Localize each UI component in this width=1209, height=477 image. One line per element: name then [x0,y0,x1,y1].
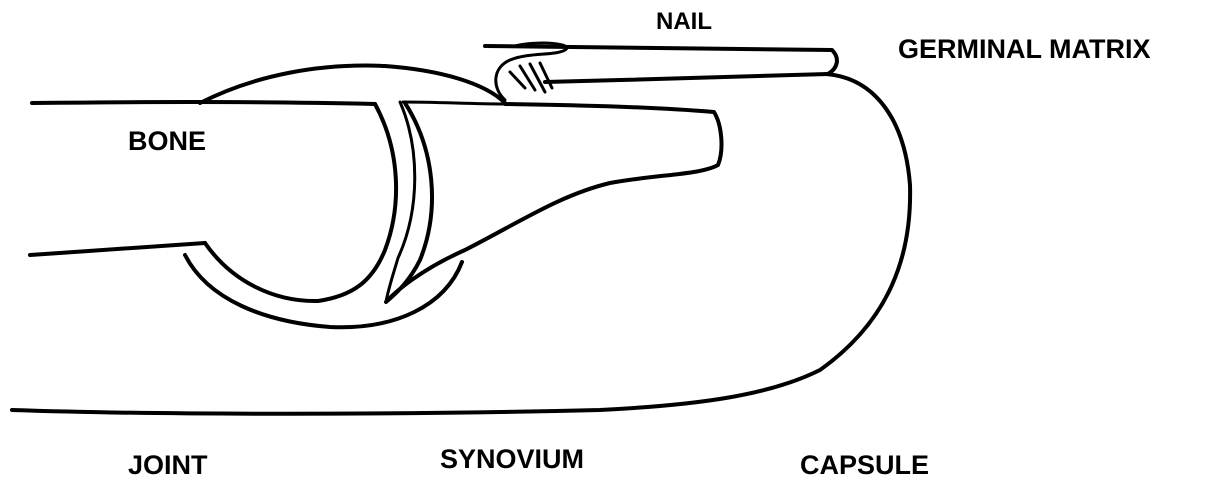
germinal-matrix-hatch-1 [510,72,525,88]
capsule-label: CAPSULE [800,452,929,477]
joint-label: JOINT [128,452,208,477]
synovium-label: SYNOVIUM [440,446,584,473]
germinal-matrix-label: GERMINAL MATRIX [898,36,1151,63]
synovium-line [386,102,415,302]
proximal-bone-bottom-edge [30,243,205,255]
germinal-matrix-coil [496,43,567,100]
fingertip-outline [12,74,910,414]
capsule-upper-arc [200,66,505,103]
nail-label: NAIL [656,10,712,34]
distal-bone-outline [386,103,721,302]
bone-label: BONE [128,128,206,155]
proximal-bone-head [205,104,396,301]
synovium-inner-line [403,102,505,104]
